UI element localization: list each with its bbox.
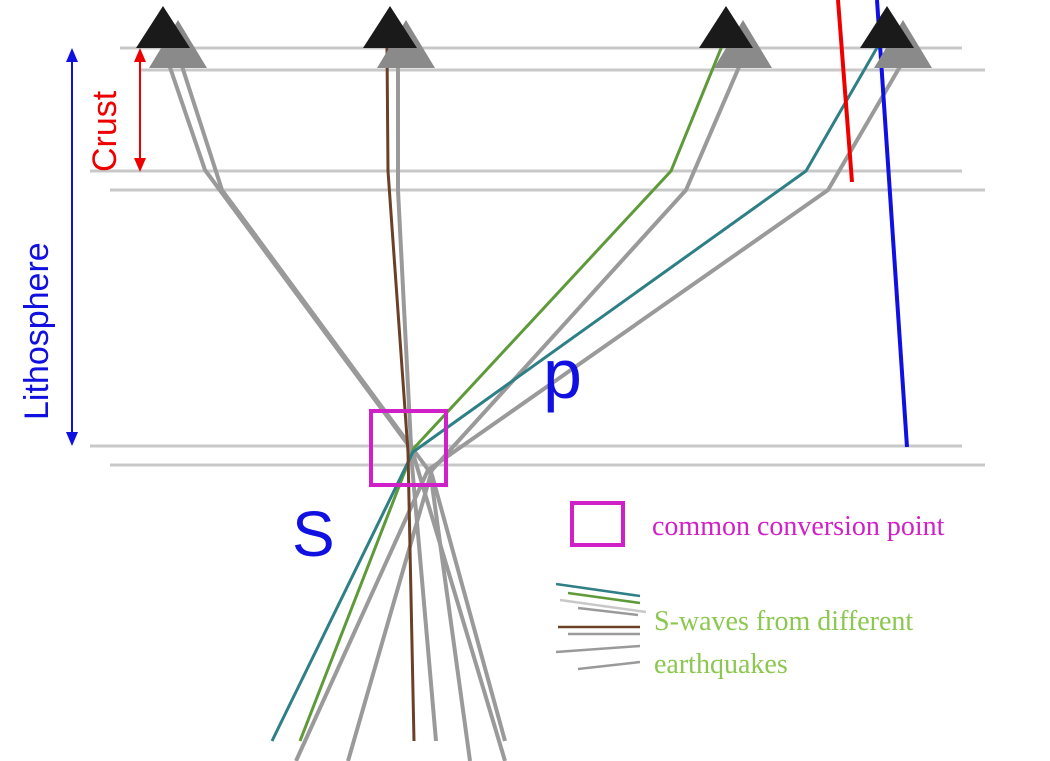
station-icon <box>363 6 417 48</box>
ray-teal <box>270 45 880 742</box>
ray-gray-4 <box>346 59 744 761</box>
ray-gray-3 <box>396 58 438 742</box>
legend-conversion-swatch <box>570 501 625 547</box>
ray-green <box>298 45 724 742</box>
legend: common conversion point S-waves from dif… <box>555 501 945 680</box>
legend-ray-swatches <box>555 582 647 671</box>
ray-gray-6 <box>428 469 472 761</box>
crust-label: Crust <box>86 90 124 172</box>
crust-thickness-line <box>836 0 854 183</box>
legend-swaves-label-line1: S-waves from different <box>654 606 913 637</box>
lithosphere-label: Lithosphere <box>18 242 56 420</box>
s-wave-label: S <box>292 498 335 570</box>
ray-gray-5 <box>294 56 907 761</box>
lithosphere-arrow <box>66 48 78 446</box>
legend-swaves-label-line2: earthquakes <box>654 649 788 680</box>
lithosphere-thickness-line <box>875 0 909 448</box>
station-icon <box>699 6 753 48</box>
legend-conversion-label: common conversion point <box>652 511 945 542</box>
ray-brown <box>385 47 416 742</box>
station-icon <box>136 6 190 48</box>
station-icon <box>860 6 914 48</box>
layer-boundaries <box>90 46 985 467</box>
stations <box>136 6 932 68</box>
crust-arrow <box>134 48 146 172</box>
gray-rays <box>158 37 907 761</box>
ray-gray-2 <box>178 59 507 742</box>
p-wave-label: p <box>543 335 582 413</box>
conversion-point-box <box>369 409 448 487</box>
